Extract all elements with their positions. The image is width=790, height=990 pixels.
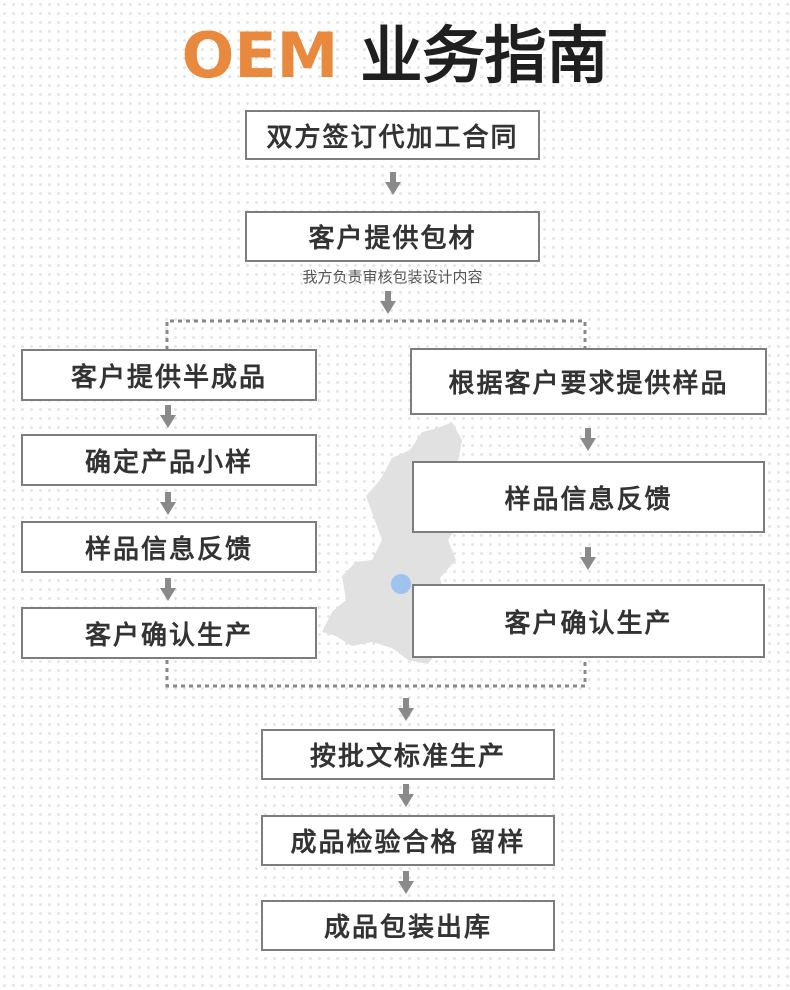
arrow-down-icon [160,405,176,428]
arrow-down-icon [385,172,401,195]
step-provide-materials: 客户提供包材 [245,211,540,262]
step-right-confirm-production: 客户确认生产 [412,584,765,658]
step-quality-inspection: 成品检验合格 留样 [261,815,555,866]
step-left-confirm-sample: 确定产品小样 [21,434,317,486]
step-sign-contract: 双方签订代加工合同 [245,110,540,160]
arrow-down-icon [380,291,396,314]
step-batch-production: 按批文标准生产 [261,729,555,780]
page-title: OEM 业务指南 [0,14,790,98]
step-left-semi-finished: 客户提供半成品 [21,349,317,401]
step-right-provide-sample: 根据客户要求提供样品 [410,348,767,415]
step-left-sample-feedback: 样品信息反馈 [21,521,317,573]
arrow-down-icon [398,871,414,894]
arrow-down-icon [580,428,596,451]
step-right-sample-feedback: 样品信息反馈 [412,461,765,533]
arrow-down-icon [398,784,414,807]
step-materials-note: 我方负责审核包装设计内容 [302,268,483,286]
step-package-ship: 成品包装出库 [261,900,555,951]
title-main: 业务指南 [360,19,609,92]
arrow-down-icon [160,578,176,601]
arrow-down-icon [398,698,414,721]
arrow-down-icon [580,547,596,570]
arrow-down-icon [160,492,176,515]
location-marker-icon [391,574,411,594]
title-prefix: OEM [181,19,339,92]
step-left-confirm-production: 客户确认生产 [21,607,317,659]
branch-dashed-frame [165,319,587,688]
